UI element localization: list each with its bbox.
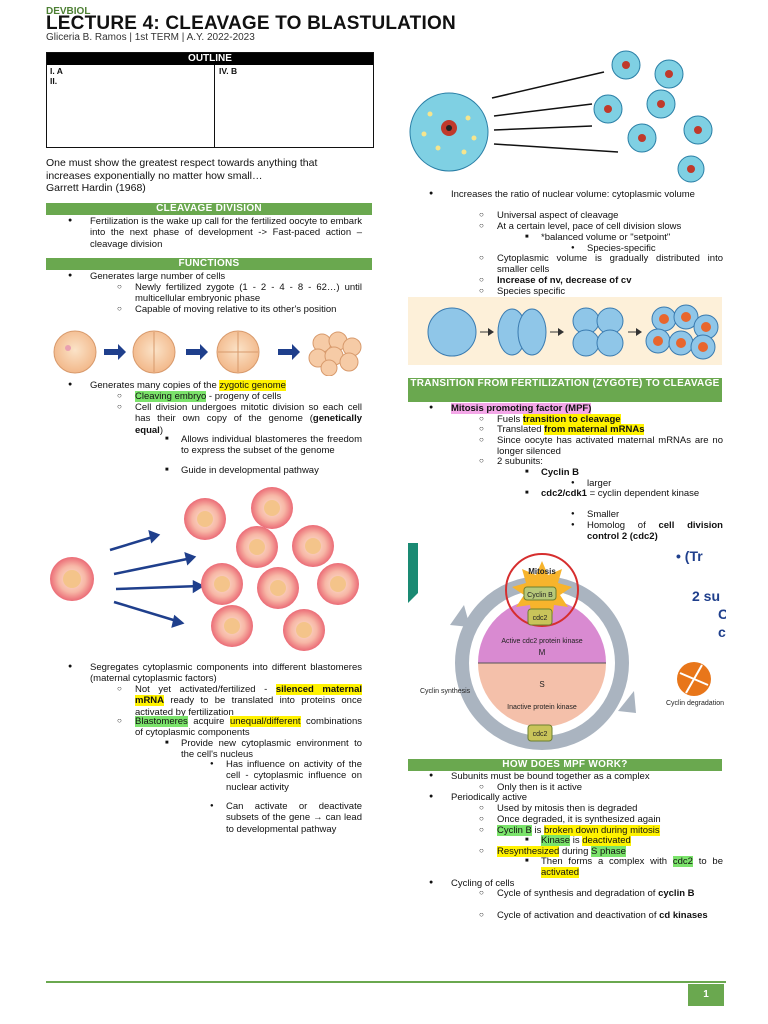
sub-sub-sub-bullet: Homolog of cell division control 2 (cdc2… [571, 520, 723, 543]
bullet: Segregates cytoplasmic components into d… [68, 662, 362, 685]
cycle-label: S [539, 680, 544, 689]
sub-bullet: Cytoplasmic volume is gradually distribu… [479, 253, 723, 276]
page-title: LECTURE 4: CLEAVAGE TO BLASTULATION [46, 13, 456, 34]
slide-fragment: 2 su [692, 588, 720, 604]
cycle-label: cdc2 [533, 731, 548, 738]
outline-divider [214, 65, 215, 147]
sub-bullet: Species specific [479, 286, 723, 297]
degraded-cyclin-icon [677, 662, 711, 696]
sub-sub-sub-bullet: Has influence on activity of the cell - … [210, 759, 362, 793]
cycle-label: Mitosis [528, 567, 556, 576]
sub-bullet: Cleaving embryo - progeny of cells [117, 391, 362, 402]
sub-bullet: At a certain level, pace of cell divisio… [479, 221, 723, 232]
outline-heading: OUTLINE [47, 53, 373, 65]
blastomere-figure [50, 487, 359, 651]
section-heading-functions: FUNCTIONS [46, 258, 372, 270]
course-code: DEVBIOL [46, 6, 91, 17]
cycle-label: cdc2 [533, 615, 548, 622]
bullet: Generates many copies of the zygotic gen… [68, 380, 362, 391]
section-heading-mpf: HOW DOES MPF WORK? [408, 759, 722, 771]
sub-bullet: Cyclin B is broken down during mitosis [479, 825, 723, 836]
sub-bullet: Newly fertilized zygote (1 - 2 - 4 - 8 -… [117, 282, 362, 305]
cleavage-sequence-figure [53, 330, 362, 376]
sub-bullet: Translated from maternal mRNAs [479, 424, 723, 435]
bullet: Subunits must be bound together as a com… [429, 771, 723, 782]
sub-sub-sub-bullet: larger [571, 478, 723, 489]
sub-bullet: Used by mitosis then is degraded [479, 803, 723, 814]
outline-item: I. A [50, 66, 63, 76]
sub-bullet: Not yet activated/fertilized - silenced … [117, 684, 362, 718]
slide-fragment: c [718, 624, 726, 640]
cycle-label: Active cdc2 protein kinase [501, 638, 582, 645]
sub-bullet: Since oocyte has activated maternal mRNA… [479, 435, 723, 458]
outline-item: IV. B [219, 66, 238, 76]
section-heading-cleavage: CLEAVAGE DIVISION [46, 203, 372, 215]
sub-sub-sub-bullet: Species-specific [571, 243, 723, 254]
sub-sub-bullet: Cyclin B [525, 467, 723, 478]
outline-box: OUTLINE I. A II. IV. B [46, 52, 374, 148]
sub-sub-sub-bullet: Smaller [571, 509, 723, 520]
sub-bullet: Capable of moving relative to its other'… [117, 304, 362, 315]
outline-item: II. [50, 76, 58, 86]
cycle-label: Cyclin degradation [666, 700, 724, 707]
bullet: Fertilization is the wake up call for th… [68, 216, 362, 250]
sub-sub-bullet: *balanced volume or "setpoint" [525, 232, 723, 243]
sub-sub-bullet: Then forms a complex with cdc2 to be act… [525, 856, 723, 879]
sub-bullet: Cell division undergoes mitotic division… [117, 402, 362, 436]
cycle-label: Cyclin synthesis [420, 688, 471, 695]
nuclear-ratio-figure [409, 50, 713, 183]
byline: Gliceria B. Ramos | 1st TERM | A.Y. 2022… [46, 32, 255, 43]
page-number: 1 [688, 984, 724, 1006]
cycle-label: Cyclin B [527, 592, 553, 599]
quote-author: Garrett Hardin (1968) [46, 182, 146, 195]
sub-bullet: Cycle of synthesis and degradation of cy… [479, 888, 723, 899]
mpf-cycle-figure: Mitosis Cyclin B cdc2 Active cdc2 protei… [408, 543, 726, 750]
footer-rule [46, 981, 726, 983]
slide-fragment: • (Tr [676, 548, 703, 564]
sub-bullet: Blastomeres acquire unequal/different co… [117, 716, 362, 739]
sub-bullet: Once degraded, it is synthesized again [479, 814, 723, 825]
sub-sub-sub-bullet: Can activate or deactivate subsets of th… [210, 801, 362, 835]
sub-bullet: Resynthesized during S phase [479, 846, 723, 857]
cycle-label: M [539, 648, 546, 657]
bullet: Mitosis promoting factor (MPF) [429, 403, 723, 414]
sub-sub-bullet: Guide in developmental pathway [165, 465, 362, 476]
section-heading-transition: TRANSITION FROM FERTILIZATION (ZYGOTE) T… [408, 378, 722, 402]
cycle-label: Inactive protein kinase [507, 704, 577, 711]
bullet: Cycling of cells [429, 878, 723, 889]
sub-bullet: Fuels transition to cleavage [479, 414, 723, 425]
slide-fragment: C [718, 606, 726, 622]
sub-sub-bullet: Kinase is deactivated [525, 835, 723, 846]
sub-bullet: Cycle of activation and deactivation of … [479, 910, 723, 921]
bullet: Generates large number of cells [68, 271, 362, 282]
sub-sub-bullet: Allows individual blastomeres the freedo… [165, 434, 362, 457]
sub-bullet: Increase of nv, decrease of cv [479, 275, 723, 286]
sub-bullet: 2 subunits: [479, 456, 723, 467]
sub-sub-bullet: Provide new cytoplasmic environment to t… [165, 738, 362, 761]
sub-bullet: Universal aspect of cleavage [479, 210, 723, 221]
sub-bullet: Only then is it active [479, 782, 723, 793]
bullet: Periodically active [429, 792, 723, 803]
epigraph: One must show the greatest respect towar… [46, 157, 364, 195]
bullet: Increases the ratio of nuclear volume: c… [429, 189, 723, 200]
sub-sub-bullet: cdc2/cdk1 = cyclin dependent kinase [525, 488, 723, 499]
quote-text: One must show the greatest respect towar… [46, 157, 318, 182]
cleavage-cells-figure [408, 297, 722, 365]
